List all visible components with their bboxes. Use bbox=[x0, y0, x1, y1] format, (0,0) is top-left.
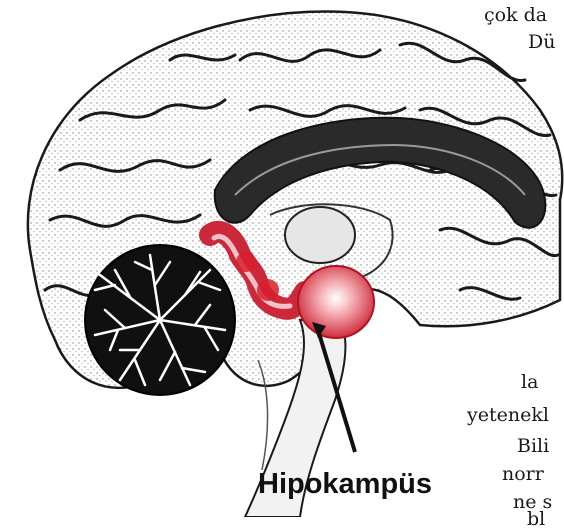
text-fragment-8: bl bbox=[527, 510, 545, 529]
text-fragment-2: Dü bbox=[528, 33, 555, 52]
text-fragment-1: çok da bbox=[484, 6, 547, 25]
text-fragment-3: la bbox=[521, 373, 538, 392]
brain-illustration bbox=[0, 0, 564, 517]
hippocampus-label: Hipokampüs bbox=[258, 470, 432, 499]
text-fragment-6: norr bbox=[502, 465, 544, 484]
cerebellum bbox=[85, 245, 235, 395]
text-fragment-5: Bili bbox=[517, 437, 549, 456]
thalamus bbox=[285, 207, 355, 263]
brain-figure: Hipokampüs çok da Dü la yetenekl Bili no… bbox=[0, 0, 564, 517]
text-fragment-4: yetenekl bbox=[467, 406, 549, 425]
